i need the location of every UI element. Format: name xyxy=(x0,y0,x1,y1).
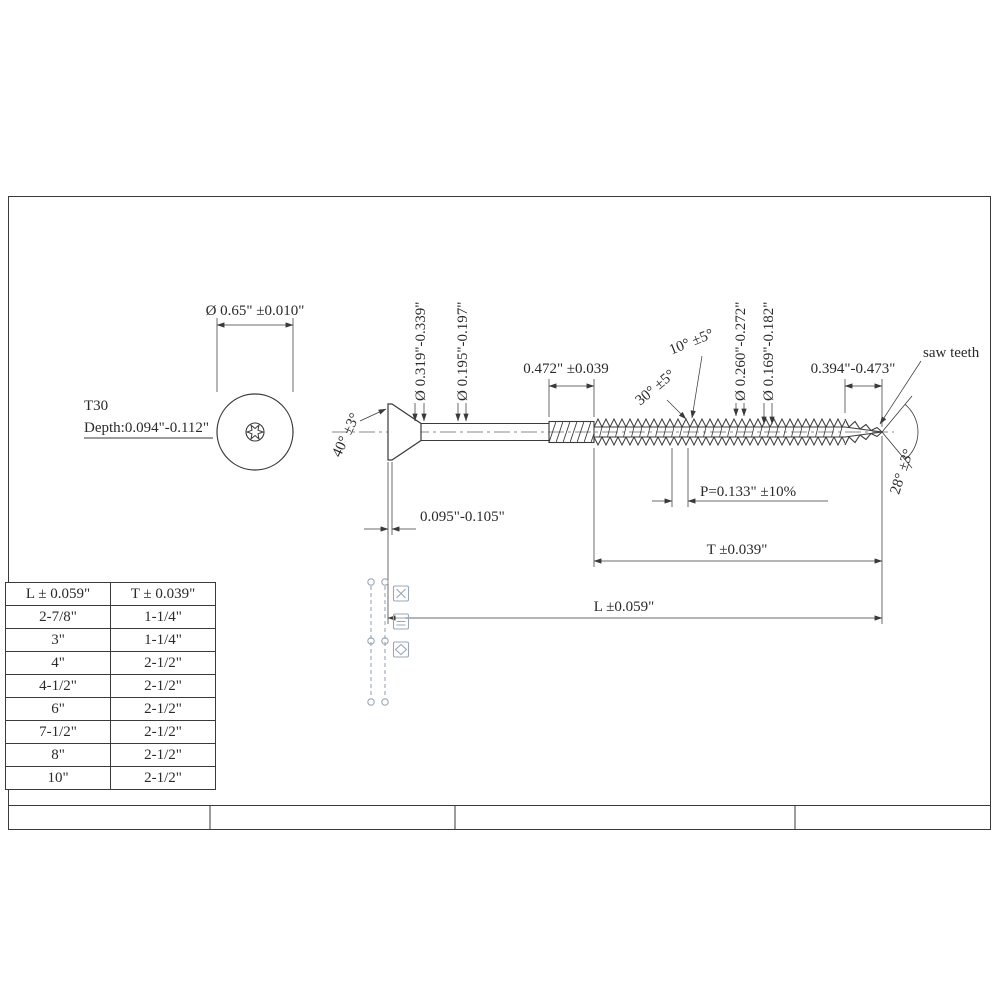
point-angle-label: 28° ±3° xyxy=(887,447,917,496)
length-value: 4" xyxy=(5,651,111,675)
screw-side-view xyxy=(332,395,919,469)
drive-recess-circle xyxy=(245,422,265,442)
table-row: 6" 2-1/2" xyxy=(5,697,216,721)
shank xyxy=(421,422,549,442)
head-angle-leader xyxy=(359,408,387,422)
table-row: 8" 2-1/2" xyxy=(5,743,216,767)
sheet-border xyxy=(8,196,991,830)
table-row: 4" 2-1/2" xyxy=(5,651,216,675)
thread-value: 2-1/2" xyxy=(110,674,216,698)
point-length-dim xyxy=(844,379,883,427)
shank-diameter-leaders xyxy=(412,403,469,422)
note-annotation-icon xyxy=(392,613,410,630)
fold-mark-circle xyxy=(381,578,389,586)
fold-mark-circle xyxy=(381,637,389,645)
table-row: 2-7/8" 1-1/4" xyxy=(5,605,216,629)
thread-value: 1-1/4" xyxy=(110,628,216,652)
image-annotation-icon xyxy=(392,585,410,602)
saw-teeth-leader xyxy=(879,360,922,425)
head-edge-thickness-label: 0.095"-0.105" xyxy=(420,509,505,525)
table-row: 7-1/2" 2-1/2" xyxy=(5,720,216,744)
thread-value: 2-1/2" xyxy=(110,720,216,744)
table-row: 10" 2-1/2" xyxy=(5,766,216,790)
shank-diameter-label: Ø 0.319"-0.339" xyxy=(413,302,429,401)
threaded-section xyxy=(594,417,845,447)
thread-length-dim xyxy=(593,436,883,624)
thread-minor-diameter-label: Ø 0.169"-0.182" xyxy=(761,302,777,401)
length-value: 3" xyxy=(5,628,111,652)
head-diameter-label: Ø 0.65" ±0.010" xyxy=(206,303,305,319)
flank-angle-upper-label: 10° ±5° xyxy=(667,326,716,358)
head-top-view xyxy=(216,318,294,471)
drive-depth-label: Depth:0.094"-0.112" xyxy=(84,420,209,436)
thread-length-label: T ±0.039" xyxy=(707,542,768,558)
fold-mark-circle xyxy=(381,698,389,706)
length-value: 7-1/2" xyxy=(5,720,111,744)
size-table: L ± 0.059" T ± 0.039" 2-7/8" 1-1/4" 3" 1… xyxy=(5,582,216,790)
fold-mark-circle xyxy=(367,578,375,586)
point-length-label: 0.394"-0.473" xyxy=(811,361,896,377)
torx-star-icon xyxy=(245,423,265,441)
countersunk-head xyxy=(387,403,422,461)
pitch-label: P=0.133" ±10% xyxy=(700,484,796,500)
diamond-annotation-icon xyxy=(392,641,410,658)
table-row: 4-1/2" 2-1/2" xyxy=(5,674,216,698)
length-value: 4-1/2" xyxy=(5,674,111,698)
head-edge-thickness-dim xyxy=(364,462,416,624)
point-angle-construction xyxy=(881,395,919,469)
pitch-dim xyxy=(652,448,828,507)
knurled-section xyxy=(548,420,595,444)
flank-angle-leaders xyxy=(666,355,703,420)
size-table-header-row: L ± 0.059" T ± 0.039" xyxy=(5,582,216,606)
saw-teeth-label: saw teeth xyxy=(923,345,980,361)
thread-value: 2-1/2" xyxy=(110,743,216,767)
annotation-marks xyxy=(367,578,410,706)
thread-major-diameter-label: Ø 0.260"-0.272" xyxy=(733,302,749,401)
overall-length-label: L ±0.059" xyxy=(594,599,654,615)
thread-value: 2-1/2" xyxy=(110,766,216,790)
frame-rect xyxy=(8,196,991,830)
knurl-length-label: 0.472" ±0.039 xyxy=(523,361,609,377)
length-value: 8" xyxy=(5,743,111,767)
thread-diameter-leaders xyxy=(733,403,775,425)
knurl-length-dim xyxy=(548,379,595,417)
column-header-length: L ± 0.059" xyxy=(5,582,111,606)
dimensions xyxy=(359,355,922,624)
saw-tooth-point xyxy=(844,418,883,446)
drive-type-label: T30 xyxy=(84,398,108,414)
head-outline-circle xyxy=(216,393,294,471)
inner-diameter-label: Ø 0.195"-0.197" xyxy=(455,302,471,401)
head-diameter-dim xyxy=(216,318,294,392)
thread-value: 2-1/2" xyxy=(110,651,216,675)
thread-value: 1-1/4" xyxy=(110,605,216,629)
fold-mark-circle xyxy=(367,637,375,645)
fold-mark-circle xyxy=(367,698,375,706)
head-angle-label: 40° ±3° xyxy=(329,411,363,460)
length-value: 10" xyxy=(5,766,111,790)
thread-value: 2-1/2" xyxy=(110,697,216,721)
flank-angle-lower-label: 30° ±5° xyxy=(632,367,678,409)
length-value: 2-7/8" xyxy=(5,605,111,629)
column-header-thread: T ± 0.039" xyxy=(110,582,216,606)
table-row: 3" 1-1/4" xyxy=(5,628,216,652)
length-value: 6" xyxy=(5,697,111,721)
